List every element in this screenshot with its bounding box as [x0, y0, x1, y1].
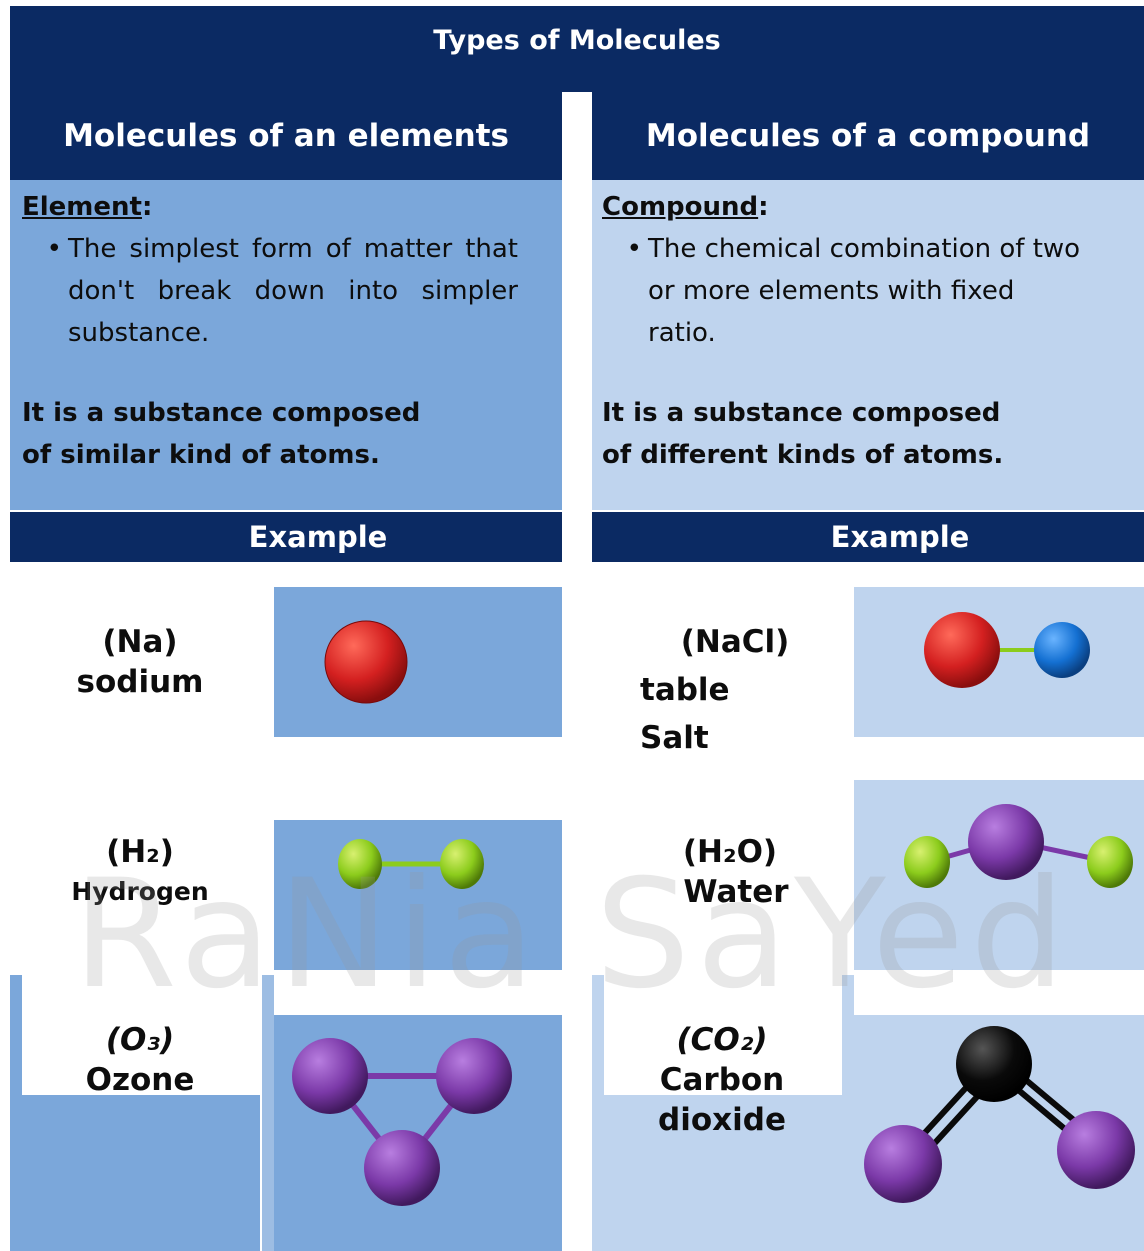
bullet-glyph: •: [626, 234, 642, 264]
oxygen-atom: [968, 804, 1044, 880]
ozone-formula: (O₃): [105, 1022, 175, 1058]
bullet-glyph: •: [46, 234, 62, 264]
ozone-label: (O₃) Ozone: [40, 1020, 240, 1100]
compound-term-label: Compound: [602, 192, 759, 222]
element-term-label: Element: [22, 192, 142, 222]
ozone-name: Ozone: [85, 1062, 195, 1098]
hydrogen-atom: [440, 839, 484, 889]
element-definition-bullet: • The simplest form of matter that don't…: [22, 228, 522, 354]
right-example-bg: [592, 1095, 854, 1251]
oxygen-atom: [292, 1038, 368, 1114]
hydrogen-atom: [904, 836, 950, 888]
hydrogen-atom: [338, 839, 382, 889]
chlorine-atom: [1034, 622, 1090, 678]
hydrogen-tile: [274, 820, 562, 970]
sodium-atom: [324, 620, 408, 704]
nacl-name-line2: Salt: [640, 720, 709, 756]
element-definition-text: The simplest form of matter that don't b…: [68, 234, 518, 348]
water-name: Water: [683, 874, 789, 910]
nacl-tile: [854, 587, 1144, 737]
oxygen-atom: [364, 1130, 440, 1206]
compound-term-colon: :: [758, 192, 769, 222]
left-definition-panel: [10, 180, 562, 510]
nacl-name-line1: table: [640, 672, 730, 708]
left-definition-block: Element: • The simplest form of matter t…: [22, 186, 522, 476]
co2-name-line1: Carbon: [659, 1062, 785, 1098]
sodium-label: (Na) sodium: [40, 622, 240, 702]
co2-name-line2: dioxide: [658, 1102, 786, 1138]
water-label: (H₂O) Water: [640, 832, 820, 912]
right-example-bg: [842, 975, 854, 1251]
oxygen-atom: [436, 1038, 512, 1114]
hydrogen-name: Hydrogen: [71, 877, 209, 906]
sodium-name: sodium: [76, 664, 204, 700]
right-example-header: Example: [592, 512, 1144, 562]
co2-formula: (CO₂): [676, 1022, 768, 1058]
sodium-tile: [274, 587, 562, 737]
element-summary: It is a substance composed of similar ki…: [22, 398, 421, 470]
element-term-colon: :: [141, 192, 153, 222]
left-example-bg: [262, 975, 274, 1251]
oxygen-atom: [864, 1125, 942, 1203]
hydrogen-formula: (H₂): [106, 834, 174, 870]
compound-definition-text: The chemical combination of two or more …: [648, 234, 1081, 348]
compound-definition-bullet: • The chemical combination of two or mor…: [602, 228, 1102, 354]
nacl-formula: (NaCl): [680, 624, 790, 660]
left-example-bg: [20, 1095, 260, 1251]
right-example-bg: [592, 975, 604, 1251]
co2-label: (CO₂) Carbon dioxide: [632, 1020, 812, 1140]
oxygen-atom: [1057, 1111, 1135, 1189]
sodium-formula: (Na): [102, 624, 178, 660]
left-example-header: Example: [10, 512, 562, 562]
hydrogen-atom: [1087, 836, 1133, 888]
right-definition-block: Compound: • The chemical combination of …: [602, 186, 1102, 476]
page-title: Types of Molecules: [10, 6, 1144, 92]
nacl-label: (NaCl) table Salt: [640, 622, 820, 758]
water-formula: (H₂O): [682, 834, 778, 870]
hydrogen-label: (H₂) Hydrogen: [40, 832, 240, 912]
left-heading: Molecules of an elements: [10, 92, 562, 180]
right-definition-panel: [592, 180, 1144, 510]
compound-term: Compound:: [602, 186, 1102, 228]
compound-summary: It is a substance composed of different …: [602, 398, 1004, 470]
carbon-atom: [956, 1026, 1032, 1102]
element-term: Element:: [22, 186, 522, 228]
right-heading: Molecules of a compound: [592, 92, 1144, 180]
sodium-atom: [924, 612, 1000, 688]
left-example-bg: [10, 975, 22, 1251]
